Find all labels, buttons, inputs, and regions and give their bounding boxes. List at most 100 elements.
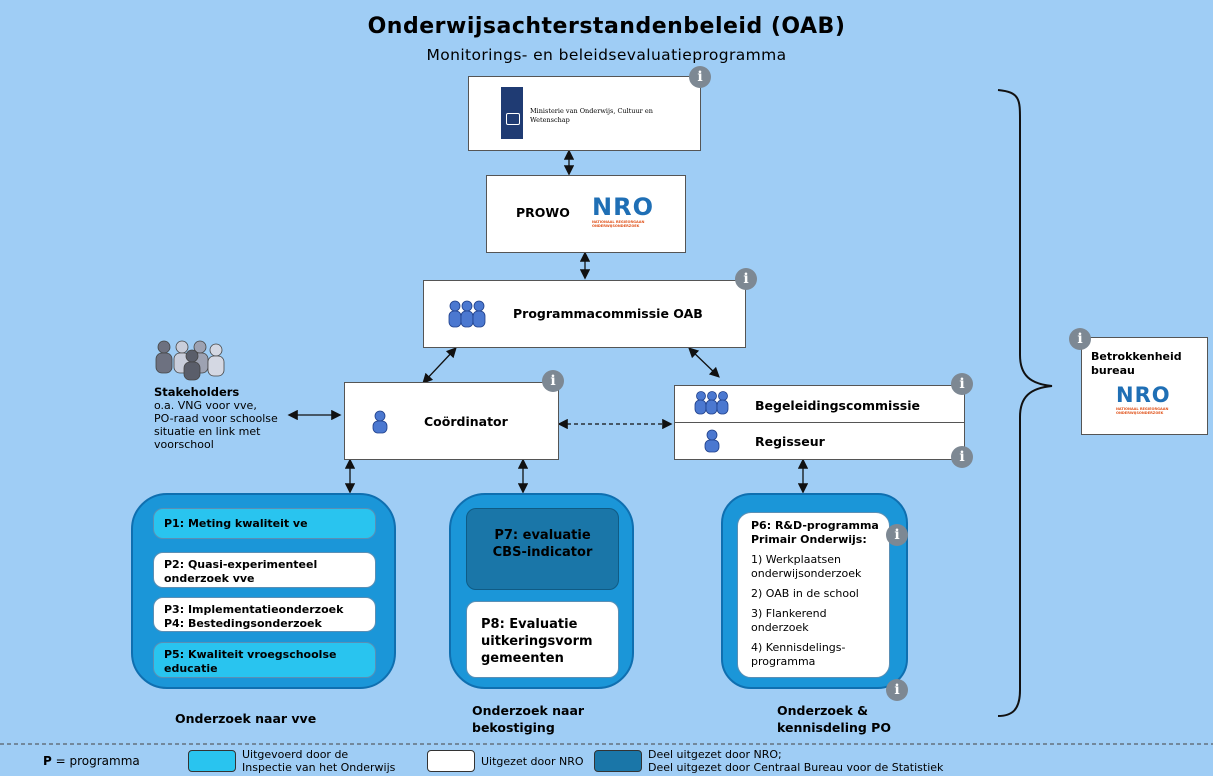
info-icon[interactable]: i xyxy=(886,524,908,546)
program-p8-line-3: gemeenten xyxy=(481,651,564,666)
program-p8-line-2: uitkeringsvorm xyxy=(481,634,593,649)
legend: P = programma Uitgevoerd door de Inspect… xyxy=(0,746,1213,776)
legend-swatch-dark xyxy=(594,750,642,772)
info-icon[interactable]: i xyxy=(951,373,973,395)
nro-logo-sub-1: NATIONAAL REGIEORGAAN xyxy=(1116,407,1169,411)
legend-cyan-line-2: Inspectie van het Onderwijs xyxy=(242,761,396,774)
info-icon[interactable]: i xyxy=(542,370,564,392)
program-p8-line-1: P8: Evaluatie xyxy=(481,617,578,632)
ministry-emblem-icon xyxy=(501,87,523,139)
stakeholders-people-icon xyxy=(155,340,225,381)
program-p7-line-1: P7: evaluatie xyxy=(494,528,591,543)
programmacommissie-label: Programmacommissie OAB xyxy=(513,306,703,321)
group-people-icon xyxy=(448,300,486,328)
program-p3: P3: Implementatieonderzoek xyxy=(164,603,344,616)
box-divider xyxy=(675,422,964,423)
stakeholders-line-3: situatie en link met xyxy=(154,425,261,438)
program-p2-line-1: P2: Quasi-experimenteel xyxy=(164,558,318,571)
nro-logo-letters: NRO xyxy=(1116,383,1171,407)
legend-p-letter: P xyxy=(43,754,52,768)
program-p5-line-1: P5: Kwaliteit vroegschoolse xyxy=(164,648,337,661)
stakeholders-line-2: PO-raad voor schoolse xyxy=(154,412,278,425)
stakeholders-text: Stakeholders o.a. VNG voor vve, PO-raad … xyxy=(154,385,278,452)
program-p6: P6: R&D-programma Primair Onderwijs: 1) … xyxy=(737,512,890,678)
po-group-caption: Onderzoek & kennisdeling PO xyxy=(777,702,891,736)
stakeholders-title: Stakeholders xyxy=(154,385,240,399)
page-subtitle: Monitorings- en beleidsevaluatieprogramm… xyxy=(426,46,787,64)
program-p3-p4: P3: Implementatieonderzoek P4: Besteding… xyxy=(153,597,376,632)
po-caption-line-1: Onderzoek & xyxy=(777,703,869,718)
vve-group-caption: Onderzoek naar vve xyxy=(175,711,317,726)
program-p6-item-4b: programma xyxy=(751,655,816,668)
group-people-icon xyxy=(694,391,729,415)
program-p7-line-2: CBS-indicator xyxy=(492,545,593,560)
bekostiging-caption-line-2: bekostiging xyxy=(472,720,555,735)
coordinator-box: Coördinator xyxy=(344,382,559,460)
program-p6-line-1: P6: R&D-programma xyxy=(751,519,879,532)
info-icon[interactable]: i xyxy=(886,679,908,701)
legend-cyan-text: Uitgevoerd door de Inspectie van het Ond… xyxy=(242,748,395,774)
regisseur-label: Regisseur xyxy=(755,434,825,449)
program-p8: P8: Evaluatie uitkeringsvorm gemeenten xyxy=(466,601,619,678)
bekostiging-caption-line-1: Onderzoek naar xyxy=(472,703,585,718)
po-caption-line-2: kennisdeling PO xyxy=(777,720,891,735)
nro-logo: NRO NATIONAAL REGIEORGAAN ONDERWIJSONDER… xyxy=(592,194,654,228)
program-p6-item-2: 2) OAB in de school xyxy=(751,587,859,600)
ministry-box: Ministerie van Onderwijs, Cultuur en Wet… xyxy=(468,76,701,151)
program-p6-item-1b: onderwijsonderzoek xyxy=(751,567,862,580)
legend-white-text: Uitgezet door NRO xyxy=(481,755,584,768)
arrow-commissie-begeleiding xyxy=(688,347,720,378)
program-p6-item-1a: 1) Werkplaatsen xyxy=(751,553,841,566)
nro-logo-letters: NRO xyxy=(592,193,654,221)
stakeholders-line-4: voorschool xyxy=(154,438,214,451)
program-p2: P2: Quasi-experimenteel onderzoek vve xyxy=(153,552,376,588)
nro-logo-sub-1: NATIONAAL REGIEORGAAN xyxy=(592,220,645,224)
betrokkenheid-line-2: bureau xyxy=(1091,364,1135,377)
ministry-line-1: Ministerie van Onderwijs, Cultuur en xyxy=(530,107,653,115)
program-p6-item-4a: 4) Kennisdelings- xyxy=(751,641,846,654)
info-icon[interactable]: i xyxy=(689,66,711,88)
legend-p-key: P = programma xyxy=(43,754,140,768)
begeleiding-regisseur-box: Begeleidingscommissie Regisseur xyxy=(674,385,965,460)
betrokkenheid-box: Betrokkenheid bureau NRO NATIONAAL REGIE… xyxy=(1081,337,1208,435)
person-icon xyxy=(372,410,388,434)
info-icon[interactable]: i xyxy=(735,268,757,290)
legend-cyan-line-1: Uitgevoerd door de xyxy=(242,748,349,761)
nro-logo-sub-2: ONDERWIJSONDERZOEK xyxy=(592,224,640,228)
program-p6-item-3b: onderzoek xyxy=(751,621,809,634)
legend-dark-line-1: Deel uitgezet door NRO; xyxy=(648,748,782,761)
begeleidingscommissie-label: Begeleidingscommissie xyxy=(755,398,920,413)
betrokkenheid-label: Betrokkenheid bureau xyxy=(1091,350,1182,378)
ministry-line-2: Wetenschap xyxy=(530,116,570,124)
prowo-label: PROWO xyxy=(516,205,570,220)
prowo-box: PROWO NRO NATIONAAL REGIEORGAAN ONDERWIJ… xyxy=(486,175,686,253)
coordinator-label: Coördinator xyxy=(424,414,508,429)
page-title: Onderwijsachterstandenbeleid (OAB) xyxy=(367,14,846,39)
nro-logo: NRO NATIONAAL REGIEORGAAN ONDERWIJSONDER… xyxy=(1116,383,1171,416)
legend-swatch-white xyxy=(427,750,475,772)
program-p1: P1: Meting kwaliteit ve xyxy=(153,508,376,539)
program-p2-line-2: onderzoek vve xyxy=(164,572,255,585)
betrokkenheid-line-1: Betrokkenheid xyxy=(1091,350,1182,363)
program-p7: P7: evaluatie CBS-indicator xyxy=(466,508,619,590)
info-icon[interactable]: i xyxy=(951,446,973,468)
program-p5-line-2: educatie xyxy=(164,662,218,675)
program-p4: P4: Bestedingsonderzoek xyxy=(164,617,322,630)
nro-logo-sub-2: ONDERWIJSONDERZOEK xyxy=(1116,411,1164,415)
program-p6-item-3a: 3) Flankerend xyxy=(751,607,827,620)
ministry-name: Ministerie van Onderwijs, Cultuur en Wet… xyxy=(530,107,653,125)
legend-dark-line-2: Deel uitgezet door Centraal Bureau voor … xyxy=(648,761,944,774)
programmacommissie-box: Programmacommissie OAB xyxy=(423,280,746,348)
info-icon[interactable]: i xyxy=(1069,328,1091,350)
legend-p-text: = programma xyxy=(55,754,140,768)
legend-dark-text: Deel uitgezet door NRO; Deel uitgezet do… xyxy=(648,748,943,774)
stakeholders-line-1: o.a. VNG voor vve, xyxy=(154,399,257,412)
curly-brace xyxy=(997,89,1053,717)
legend-swatch-cyan xyxy=(188,750,236,772)
program-p6-line-2: Primair Onderwijs: xyxy=(751,533,867,546)
bekostiging-group-caption: Onderzoek naar bekostiging xyxy=(472,702,584,736)
person-icon xyxy=(704,429,720,453)
program-p5: P5: Kwaliteit vroegschoolse educatie xyxy=(153,642,376,678)
